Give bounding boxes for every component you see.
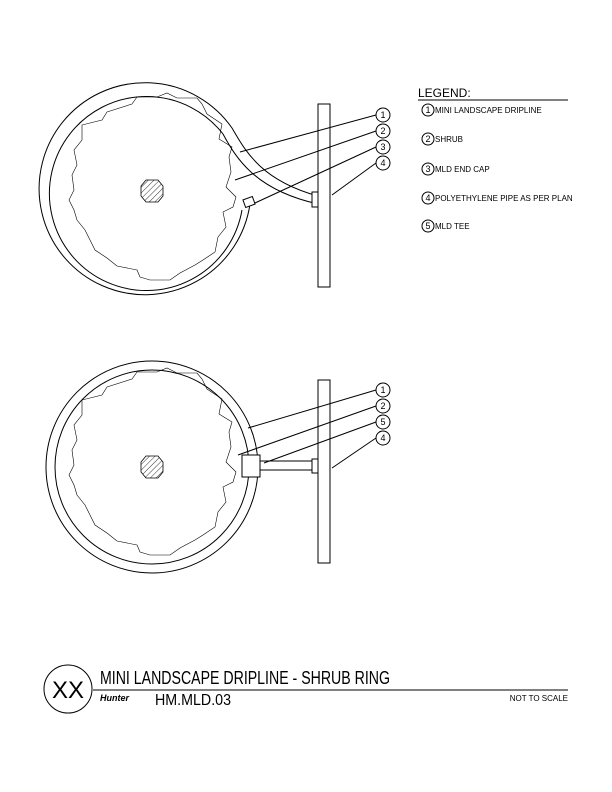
legend-title: LEGEND: xyxy=(418,86,471,100)
detail-id: XX xyxy=(52,677,84,704)
shrub-trunk xyxy=(140,455,164,479)
end-cap xyxy=(242,195,256,209)
title-block: XX MINI LANDSCAPE DRIPLINE - SHRUB RING … xyxy=(43,664,568,714)
shrub-outline xyxy=(68,367,237,556)
legend-item: 2 SHRUB xyxy=(421,132,463,146)
detail-tee: 1 2 5 4 xyxy=(45,360,391,574)
dripline-ring xyxy=(38,82,319,296)
svg-text:POLYETHYLENE PIPE AS PER PLAN: POLYETHYLENE PIPE AS PER PLAN xyxy=(435,194,573,203)
callout-1: 1 xyxy=(375,382,391,398)
shrub-trunk xyxy=(140,179,164,203)
svg-text:2: 2 xyxy=(425,134,430,144)
supply-pipe xyxy=(317,379,331,564)
callout-3: 3 xyxy=(375,139,391,155)
scale-note: NOT TO SCALE xyxy=(510,694,568,703)
supply-pipe xyxy=(317,103,331,288)
drawing-number: HM.MLD.03 xyxy=(155,692,231,709)
legend-item: 1 MINI LANDSCAPE DRIPLINE xyxy=(421,103,542,117)
callout-1: 1 xyxy=(375,107,391,123)
svg-text:2: 2 xyxy=(380,401,385,411)
callout-4: 4 xyxy=(375,430,391,446)
svg-text:5: 5 xyxy=(380,417,385,427)
svg-text:1: 1 xyxy=(380,385,385,395)
hunter-logo: Hunter xyxy=(100,693,129,703)
svg-text:4: 4 xyxy=(380,433,385,443)
detail-end-cap: 1 2 3 4 xyxy=(38,82,391,296)
drawing-title: MINI LANDSCAPE DRIPLINE - SHRUB RING xyxy=(100,668,390,688)
legend-item: 4 POLYETHYLENE PIPE AS PER PLAN xyxy=(421,191,573,205)
svg-text:4: 4 xyxy=(425,193,430,203)
svg-text:5: 5 xyxy=(425,221,430,231)
tee-fitting xyxy=(241,454,261,478)
legend-item: 5 MLD TEE xyxy=(421,219,470,233)
svg-text:4: 4 xyxy=(380,158,385,168)
svg-text:3: 3 xyxy=(380,142,385,152)
shrub-outline xyxy=(68,92,237,281)
callout-2: 2 xyxy=(375,398,391,414)
callout-5: 5 xyxy=(375,414,391,430)
legend-item: 3 MLD END CAP xyxy=(421,162,490,176)
callout-2: 2 xyxy=(375,123,391,139)
svg-text:2: 2 xyxy=(380,126,385,136)
svg-text:MLD END CAP: MLD END CAP xyxy=(435,165,490,174)
svg-text:3: 3 xyxy=(425,164,430,174)
svg-text:MINI LANDSCAPE DRIPLINE: MINI LANDSCAPE DRIPLINE xyxy=(435,106,542,115)
svg-text:SHRUB: SHRUB xyxy=(435,135,463,144)
svg-text:1: 1 xyxy=(425,105,430,115)
svg-text:MLD TEE: MLD TEE xyxy=(435,222,470,231)
svg-text:1: 1 xyxy=(380,110,385,120)
callout-4: 4 xyxy=(375,155,391,171)
